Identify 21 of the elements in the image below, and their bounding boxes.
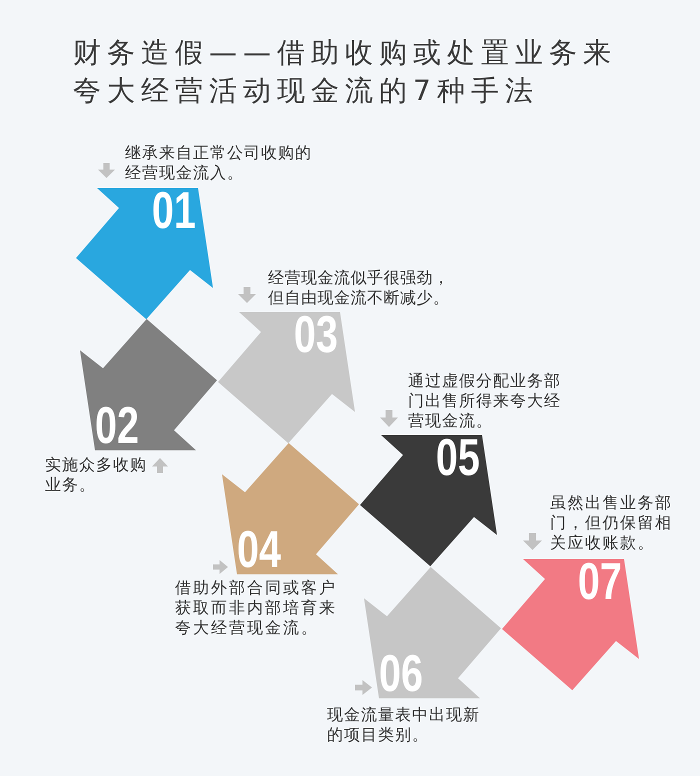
step-number: 01 bbox=[152, 192, 196, 230]
step-description: 虽然出售业务部门，但仍保留相关应收账款。 bbox=[550, 493, 674, 553]
step-description: 现金流量表中出现新的项目类别。 bbox=[327, 705, 481, 745]
step-number: 06 bbox=[378, 654, 423, 693]
step-description: 实施众多收购业务。 bbox=[45, 455, 148, 495]
step-panel bbox=[364, 566, 501, 698]
step-panel bbox=[502, 559, 639, 690]
title: 财务造假——借助收购或处置业务来夸大经营活动现金流的7种手法 bbox=[73, 35, 618, 109]
step-panel bbox=[360, 435, 497, 567]
step-description: 经营现金流似乎很强劲，但自由现金流不断减少。 bbox=[268, 268, 450, 308]
step-panel bbox=[218, 312, 355, 443]
step-panel bbox=[76, 188, 213, 320]
step-description: 继承来自正常公司收购的经营现金流入。 bbox=[125, 143, 313, 183]
step-number: 02 bbox=[94, 407, 139, 446]
step-number: 05 bbox=[436, 439, 480, 478]
step-number: 04 bbox=[236, 531, 281, 569]
step-panel bbox=[222, 443, 359, 574]
step-description: 借助外部合同或客户获取而非内部培育来夸大经营现金流。 bbox=[175, 578, 338, 638]
step-number: 07 bbox=[578, 563, 622, 602]
step-panel bbox=[80, 319, 217, 451]
step-description: 通过虚假分配业务部门出售所得来夸大经营现金流。 bbox=[408, 371, 562, 431]
